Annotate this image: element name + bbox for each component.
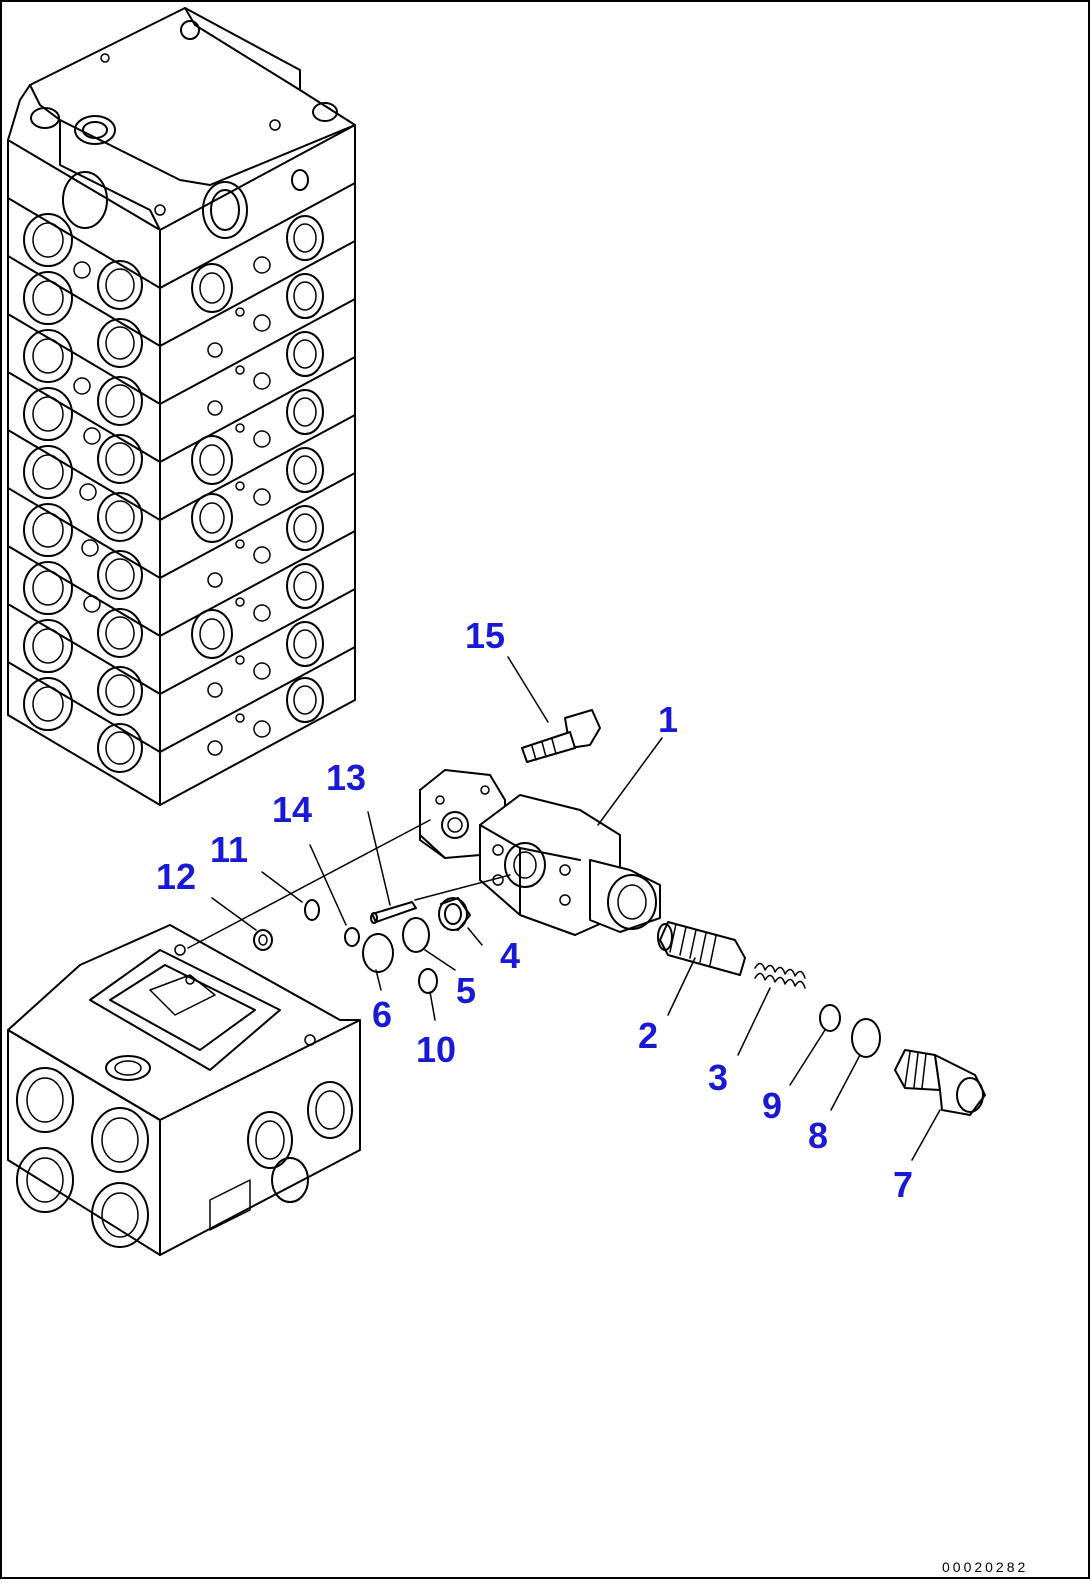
pin-part-13 [370,901,417,924]
spool-part-2 [657,921,746,976]
o-ring-part-6 [362,933,394,973]
callout-14: 14 [272,789,312,830]
callout-2: 2 [638,1015,658,1056]
seat-part-4 [438,897,471,931]
plug-part-7 [894,1049,986,1116]
spring-part-3 [754,962,806,989]
o-ring-part-8 [851,1018,881,1058]
leader-lines [211,656,941,1161]
callout-7: 7 [893,1164,913,1205]
plug-part-12 [253,929,273,951]
bolt-part-15 [521,709,601,763]
callout-3: 3 [708,1057,728,1098]
control-valve-stack [7,7,356,806]
callout-labels: 1 2 3 4 5 6 7 8 9 10 11 12 13 14 15 [156,615,913,1205]
valve-section-body [7,924,361,1256]
callout-15: 15 [465,615,505,656]
o-ring-part-5 [402,917,430,953]
valve-housing [419,769,661,936]
callout-9: 9 [762,1085,782,1126]
assembly-lines [187,819,511,949]
o-ring-part-11 [304,899,320,921]
callout-10: 10 [416,1029,456,1070]
callout-8: 8 [808,1115,828,1156]
callout-5: 5 [456,970,476,1011]
o-ring-part-14 [344,927,360,947]
callout-1: 1 [658,699,678,740]
callout-6: 6 [372,994,392,1035]
callout-12: 12 [156,856,196,897]
document-number: 00020282 [942,1559,1028,1575]
callout-11: 11 [210,829,248,870]
o-ring-part-9 [819,1004,841,1032]
callout-13: 13 [326,757,366,798]
callout-4: 4 [500,935,520,976]
o-ring-part-10 [418,968,438,994]
